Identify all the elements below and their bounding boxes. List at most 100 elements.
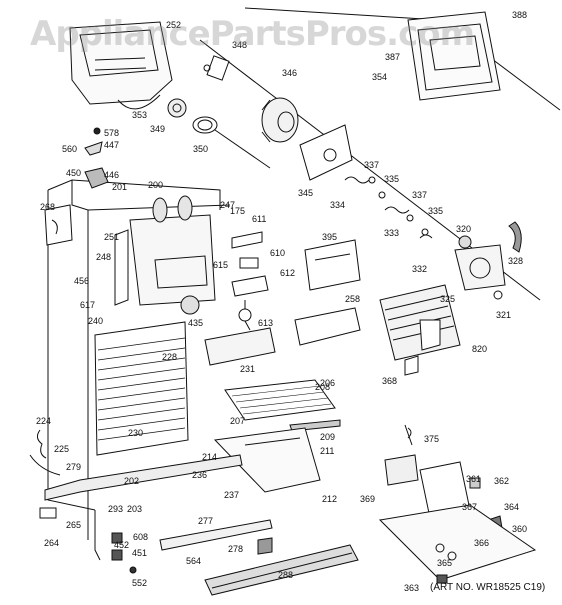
art-number: (ART NO. WR18525 C19) bbox=[430, 582, 546, 593]
callout-364: 364 bbox=[504, 502, 519, 512]
callout-353: 353 bbox=[132, 110, 147, 120]
callout-211: 211 bbox=[320, 446, 334, 456]
callout-367: 367 bbox=[462, 502, 477, 512]
callout-225: 225 bbox=[54, 444, 69, 454]
callout-447: 447 bbox=[104, 140, 119, 150]
callout-387: 387 bbox=[385, 52, 400, 62]
callout-202: 202 bbox=[124, 476, 139, 486]
callout-208: 208 bbox=[315, 382, 330, 392]
small-hardware-parts bbox=[84, 127, 109, 189]
callout-345: 345 bbox=[298, 188, 313, 198]
callout-361: 361 bbox=[466, 474, 481, 484]
evaporator-coil bbox=[94, 321, 189, 456]
callout-350: 350 bbox=[193, 144, 208, 154]
callout-237: 237 bbox=[224, 490, 239, 500]
callout-365: 365 bbox=[437, 558, 452, 568]
callout-348: 348 bbox=[232, 40, 247, 50]
callout-265: 265 bbox=[66, 520, 81, 530]
callout-200: 200 bbox=[148, 180, 163, 190]
callout-362: 362 bbox=[494, 476, 509, 486]
callout-349: 349 bbox=[150, 124, 165, 134]
callout-369: 369 bbox=[360, 494, 375, 504]
callout-360: 360 bbox=[512, 524, 527, 534]
callout-435: 435 bbox=[188, 318, 203, 328]
bracket-368 bbox=[404, 355, 419, 376]
callout-321: 321 bbox=[496, 310, 511, 320]
callout-332: 332 bbox=[412, 264, 427, 274]
callout-337: 337 bbox=[412, 190, 427, 200]
callout-450: 450 bbox=[66, 168, 81, 178]
callout-611: 611 bbox=[252, 214, 266, 224]
callout-333: 333 bbox=[384, 228, 399, 238]
callout-334: 334 bbox=[330, 200, 345, 210]
callout-207: 207 bbox=[230, 416, 245, 426]
callout-354: 354 bbox=[372, 72, 387, 82]
callout-578: 578 bbox=[104, 128, 119, 138]
callout-564: 564 bbox=[186, 556, 201, 566]
auger-motor-part bbox=[261, 97, 299, 143]
cover-395 bbox=[304, 239, 361, 291]
callout-335: 335 bbox=[384, 174, 399, 184]
callout-335: 335 bbox=[428, 206, 443, 216]
part-268 bbox=[44, 204, 73, 246]
callout-446: 446 bbox=[104, 170, 119, 180]
callout-201: 201 bbox=[112, 182, 127, 192]
callout-320: 320 bbox=[456, 224, 471, 234]
part-348 bbox=[203, 55, 230, 81]
icemaker-motor-assembly bbox=[454, 221, 522, 300]
callout-375: 375 bbox=[424, 434, 439, 444]
callout-240: 240 bbox=[88, 316, 103, 326]
evaporator-housing bbox=[114, 195, 216, 315]
bracket-345 bbox=[299, 124, 353, 181]
callout-366: 366 bbox=[474, 538, 489, 548]
control-box-parts bbox=[378, 424, 537, 584]
callout-612: 612 bbox=[280, 268, 295, 278]
callout-258: 258 bbox=[345, 294, 360, 304]
callout-456: 456 bbox=[74, 276, 89, 286]
callout-610: 610 bbox=[270, 248, 285, 258]
icemaker-part bbox=[379, 284, 461, 361]
callout-325: 325 bbox=[440, 294, 455, 304]
callout-617: 617 bbox=[80, 300, 95, 310]
callout-363: 363 bbox=[404, 583, 419, 593]
callout-203: 203 bbox=[127, 504, 142, 514]
callout-230: 230 bbox=[128, 428, 143, 438]
callout-214: 214 bbox=[202, 452, 217, 462]
callout-279: 279 bbox=[66, 462, 81, 472]
callout-224: 224 bbox=[36, 416, 51, 426]
callout-337: 337 bbox=[364, 160, 379, 170]
callout-231: 231 bbox=[240, 364, 255, 374]
callout-212: 212 bbox=[322, 494, 337, 504]
callout-228: 228 bbox=[162, 352, 177, 362]
panel-258 bbox=[294, 307, 361, 346]
wire-shelf-206 bbox=[224, 379, 336, 421]
callout-451: 451 bbox=[132, 548, 147, 558]
tray-231 bbox=[204, 327, 276, 366]
callout-820: 820 bbox=[472, 344, 487, 354]
dispenser-door-part bbox=[407, 11, 501, 101]
callout-277: 277 bbox=[198, 516, 213, 526]
bottom-rail-parts bbox=[29, 429, 359, 596]
fan-bracket-parts bbox=[231, 231, 269, 331]
callout-278: 278 bbox=[228, 544, 243, 554]
callout-248: 248 bbox=[96, 252, 111, 262]
callout-346: 346 bbox=[282, 68, 297, 78]
callout-206: 206 bbox=[320, 378, 335, 388]
callout-613: 613 bbox=[258, 318, 273, 328]
callout-615: 615 bbox=[213, 260, 228, 270]
callout-264: 264 bbox=[44, 538, 59, 548]
callout-552: 552 bbox=[132, 578, 147, 588]
callout-209: 209 bbox=[320, 432, 335, 442]
bin-211 bbox=[213, 427, 321, 493]
callout-368: 368 bbox=[382, 376, 397, 386]
callout-247: 247 bbox=[220, 200, 235, 210]
callout-608: 608 bbox=[133, 532, 148, 542]
callout-293: 293 bbox=[108, 504, 123, 514]
callout-395: 395 bbox=[322, 232, 337, 242]
callout-452: 452 bbox=[114, 540, 129, 550]
callout-175: 175 bbox=[230, 206, 245, 216]
callout-268: 268 bbox=[40, 202, 55, 212]
